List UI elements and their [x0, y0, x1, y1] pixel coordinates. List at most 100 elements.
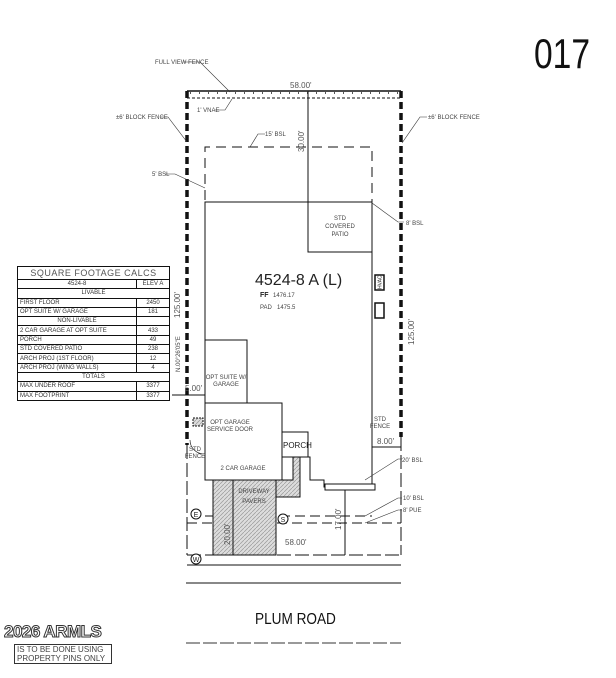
- fence-gate-arc: [189, 439, 205, 455]
- label-20-bsl: 20' BSL: [402, 458, 423, 464]
- bearing-label: N.00°26'05"E: [176, 336, 182, 372]
- row-value: 238: [136, 344, 170, 355]
- row-label: MAX FOOTPRINT: [17, 390, 137, 401]
- hvac-unit-2: [374, 302, 385, 319]
- std-fence-left-2: FENCE: [185, 454, 205, 460]
- table-row: ARCH PROJ (1ST FLOOR)12: [17, 353, 170, 364]
- leader-vnae: [215, 98, 233, 111]
- hvac-label: HVAC: [378, 275, 384, 289]
- electric-marker: [190, 508, 202, 520]
- opt-service-door: [192, 417, 204, 427]
- row-value: 3377: [136, 390, 170, 401]
- row-label: STD COVERED PATIO: [17, 344, 137, 355]
- row-value: 3377: [136, 381, 170, 392]
- row-value: 49: [136, 334, 170, 346]
- driveway-label-1: DRIVEWAY: [238, 489, 269, 495]
- watermark: 2026 ARMLS: [3, 622, 102, 642]
- garage-label: 2 CAR GARAGE: [220, 466, 265, 472]
- dim-bottom-width: 58.00': [285, 538, 307, 547]
- dim-side-left: 5.00': [185, 384, 203, 393]
- leader-block-right: [401, 116, 427, 144]
- note-line: IS TO BE DONE USING: [17, 645, 104, 654]
- dim-side-right: 8.00': [377, 437, 395, 446]
- leader-15-bsl: [249, 133, 265, 148]
- table-plan: 4524-8: [17, 278, 137, 290]
- table-row: ARCH PROJ (WING WALLS)4: [17, 362, 170, 373]
- patio-label-2: COVERED: [325, 224, 355, 230]
- sewer-label: S: [281, 517, 286, 524]
- leader-10-bsl: [364, 497, 402, 517]
- row-label: FIRST FLOOR: [17, 297, 137, 308]
- dim-right-depth: 125.00': [407, 319, 416, 345]
- std-fence-left-1: STD: [189, 447, 202, 453]
- leader-8-bsl: [371, 202, 404, 223]
- row-value: 433: [136, 325, 170, 336]
- label-5-bsl: 5' BSL: [152, 172, 170, 178]
- label-vnae: 1' VNAE: [197, 108, 220, 114]
- label-full-view-fence: FULL VIEW FENCE: [155, 60, 208, 66]
- row-label: MAX UNDER ROOF: [17, 381, 137, 392]
- row-value: 4: [136, 362, 170, 373]
- electric-label: E: [194, 512, 199, 519]
- dim-driveway: 20.00': [223, 523, 232, 545]
- porch-label: PORCH: [283, 441, 312, 450]
- grading-note: IS TO BE DONE USING PROPERTY PINS ONLY: [14, 644, 112, 664]
- sewer-marker: [277, 513, 289, 525]
- water-label: W: [193, 557, 200, 564]
- pad-label: PAD: [260, 305, 273, 311]
- dim-top-width: 58.00': [290, 81, 312, 90]
- section-heading: TOTALS: [17, 371, 170, 383]
- row-label: ARCH PROJ (1ST FLOOR): [17, 353, 137, 364]
- opt-door-label-1: OPT GARAGE: [210, 420, 250, 426]
- street-name: PLUM ROAD: [255, 611, 336, 628]
- leader-block-left: [160, 116, 188, 143]
- table-elev: ELEV A: [136, 278, 170, 290]
- walkway: [275, 456, 301, 498]
- leader-5-bsl: [165, 173, 206, 189]
- leader-full-view-fence: [183, 61, 231, 93]
- dim-front: 17.00': [334, 508, 343, 530]
- covered-patio: [307, 201, 373, 253]
- empty-cell: [136, 316, 170, 327]
- section-heading: LIVABLE: [17, 288, 170, 299]
- plan-name: 4524-8 A (L): [255, 272, 342, 289]
- dim-rear-setback: 30.00': [297, 130, 306, 152]
- note-line: PROPERTY PINS ONLY: [17, 654, 106, 663]
- driveway-label-2: PAVERS: [242, 499, 265, 505]
- opt-suite-label-2: GARAGE: [213, 382, 239, 388]
- leader-pue: [364, 509, 402, 524]
- sheet-number: 017: [534, 30, 591, 77]
- std-fence-right-2: FENCE: [370, 424, 390, 430]
- patio-label-1: STD: [334, 216, 347, 222]
- row-label: 2 CAR GARAGE AT OPT SUITE: [17, 325, 137, 336]
- driveway-pavers: [212, 479, 277, 556]
- porch-room: [281, 431, 309, 458]
- row-label: PORCH: [17, 334, 137, 346]
- row-label: OPT SUITE W/ GARAGE: [17, 306, 137, 318]
- row-value: 12: [136, 353, 170, 364]
- hvac-unit-1: [374, 274, 385, 291]
- front-projection: [324, 483, 376, 491]
- std-fence-right-1: STD: [374, 417, 387, 423]
- ff-label: FF: [260, 292, 269, 299]
- ff-value: 1476.17: [273, 293, 295, 299]
- water-marker: [190, 553, 202, 565]
- leader-20-bsl: [364, 458, 402, 481]
- label-block-fence-right: ±6' BLOCK FENCE: [428, 115, 480, 121]
- label-pue: 8' PUE: [403, 508, 422, 514]
- table-title: SQUARE FOOTAGE CALCS: [17, 266, 170, 280]
- row-label: ARCH PROJ (WING WALLS): [17, 362, 137, 373]
- opt-suite-room: [204, 339, 248, 404]
- dim-left-depth: 125.00': [173, 292, 182, 318]
- pad-value: 1475.5: [277, 305, 296, 311]
- label-15-bsl: 15' BSL: [265, 132, 286, 138]
